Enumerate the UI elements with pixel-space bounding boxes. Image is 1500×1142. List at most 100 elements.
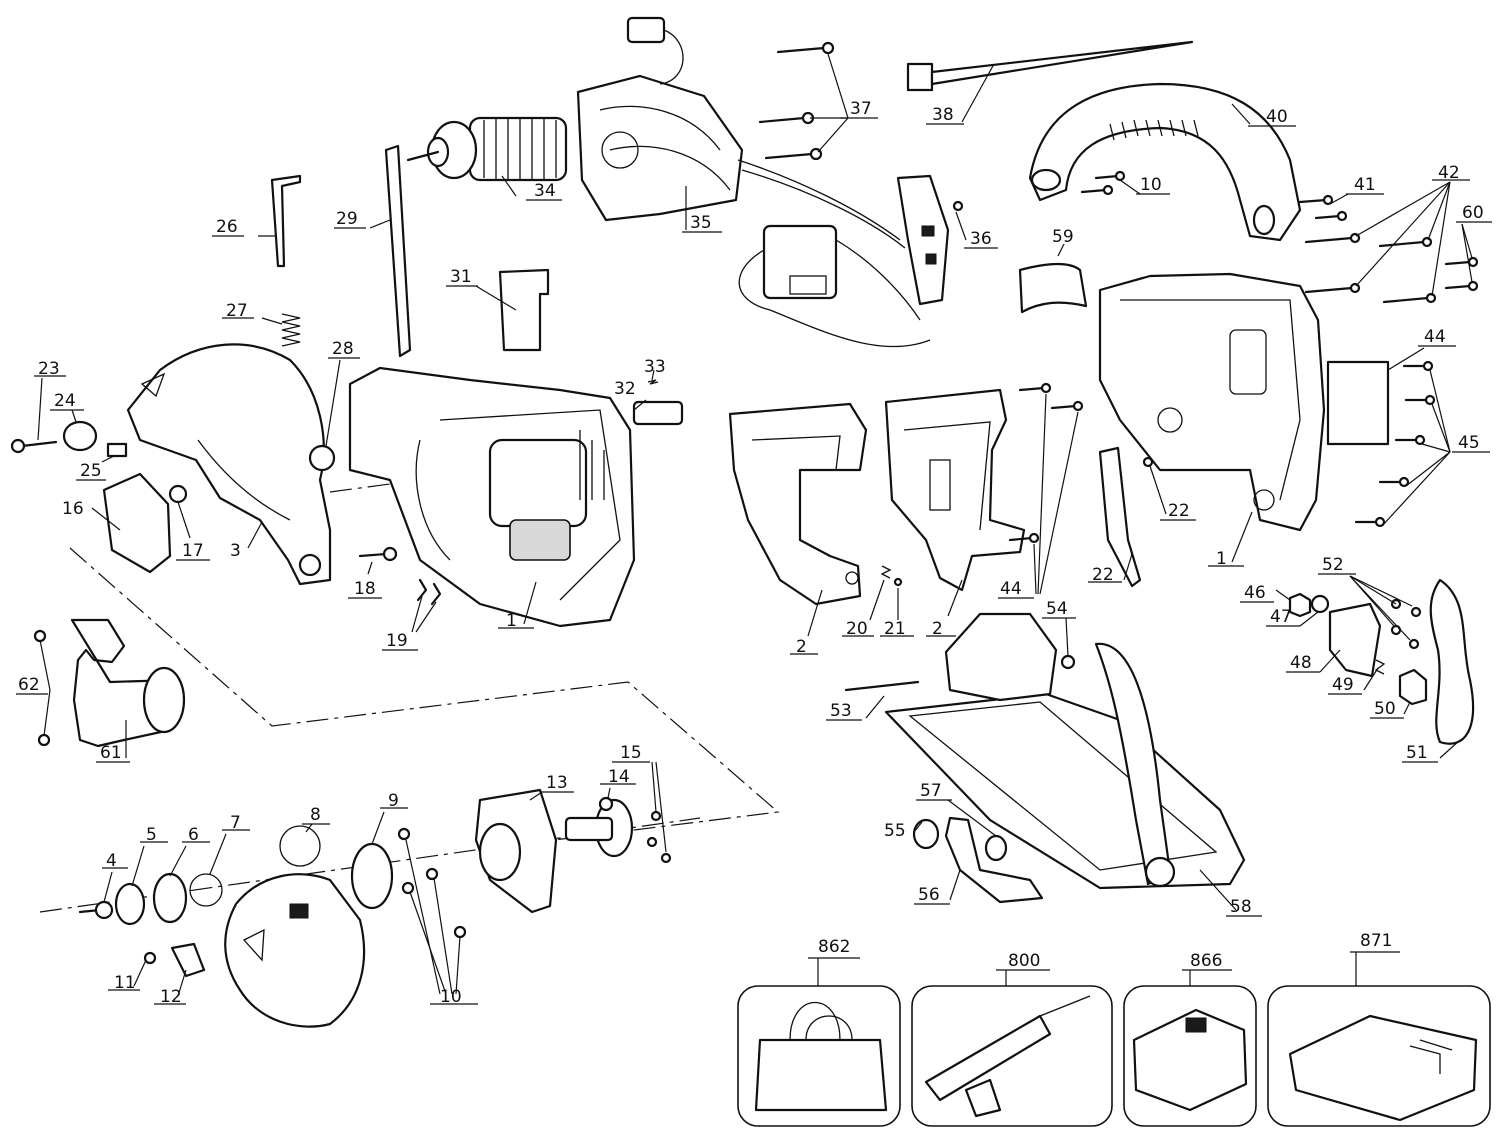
svg-text:58: 58 [1230, 897, 1252, 917]
svg-text:62: 62 [18, 675, 40, 695]
svg-text:800: 800 [1008, 951, 1040, 971]
base-shoe-58 [884, 612, 1246, 890]
svg-text:57: 57 [920, 781, 942, 801]
callout-25: 25 [76, 455, 115, 481]
svg-text:32: 32 [614, 379, 636, 399]
callout-7: 7 [209, 813, 250, 875]
svg-text:35: 35 [690, 213, 712, 233]
callout-32: 32 [614, 379, 647, 411]
accessory-tool-box [911, 985, 1113, 1127]
svg-text:14: 14 [608, 767, 630, 787]
callout-38: 38 [926, 63, 995, 125]
callout-58: 58 [1199, 869, 1262, 917]
callout-5: 5 [131, 825, 168, 887]
label-59 [1018, 262, 1088, 314]
callout-3: 3 [230, 521, 263, 561]
callout-36: 36 [955, 211, 998, 249]
callout-24: 24 [50, 391, 84, 423]
svg-text:4: 4 [106, 851, 117, 871]
svg-text:862: 862 [818, 937, 850, 957]
svg-text:15: 15 [620, 743, 642, 763]
housing-half-right-1 [1098, 272, 1326, 532]
callout-50: 50 [1370, 699, 1411, 719]
callout-61: 61 [96, 720, 130, 763]
parts-23-24-25 [10, 420, 128, 458]
screws-upper [1080, 170, 1479, 304]
armature-34 [406, 116, 568, 182]
svg-text:5: 5 [146, 825, 157, 845]
callout-40: 40 [1231, 103, 1296, 127]
callout-21: 21 [880, 588, 914, 639]
svg-text:56: 56 [918, 885, 940, 905]
callout-14: 14 [600, 767, 636, 799]
gear-14 [564, 796, 634, 858]
label-44 [1326, 360, 1390, 446]
callout-45: 45 [1381, 369, 1490, 527]
housing-half-left-1 [348, 366, 636, 628]
dust-port-61 [33, 618, 186, 748]
label-31 [498, 268, 550, 352]
washer-17 [168, 484, 188, 504]
gasket-16 [102, 472, 172, 574]
callouts: 1 1 2 2 3 4 5 6 7 [16, 53, 1492, 1007]
svg-text:53: 53 [830, 701, 852, 721]
accessory-bag-box [737, 985, 901, 1127]
svg-text:20: 20 [846, 619, 868, 639]
svg-text:59: 59 [1052, 227, 1074, 247]
svg-text:23: 23 [38, 359, 60, 379]
callout-22-upper: 22 [1149, 465, 1196, 521]
screw-18-clips-19 [358, 546, 442, 606]
svg-text:27: 27 [226, 301, 248, 321]
callout-33: 33 [644, 357, 666, 381]
svg-text:29: 29 [336, 209, 358, 229]
parts-46-52 [1288, 578, 1475, 745]
callout-52: 52 [1318, 555, 1413, 641]
svg-text:34: 34 [534, 181, 556, 201]
callout-47: 47 [1266, 607, 1319, 627]
svg-text:26: 26 [216, 217, 238, 237]
screws-45 [1354, 360, 1436, 528]
svg-text:8: 8 [310, 805, 321, 825]
callout-2-a: 2 [790, 589, 823, 657]
svg-text:19: 19 [386, 631, 408, 651]
svg-text:2: 2 [932, 619, 943, 639]
svg-text:45: 45 [1458, 433, 1480, 453]
callout-49: 49 [1328, 667, 1379, 695]
retaining-ring-9 [350, 842, 394, 910]
svg-text:28: 28 [332, 339, 354, 359]
svg-text:33: 33 [644, 357, 666, 377]
callout-42: 42 [1355, 163, 1470, 297]
callout-35: 35 [682, 186, 722, 233]
housing-half-2b [884, 388, 1026, 592]
svg-text:41: 41 [1354, 175, 1376, 195]
callout-871: 871 [1350, 931, 1400, 986]
callout-18: 18 [348, 561, 382, 599]
svg-text:48: 48 [1290, 653, 1312, 673]
callout-48: 48 [1286, 649, 1341, 673]
screws-15 [646, 810, 672, 864]
gear-case-13 [474, 788, 558, 914]
callout-16: 16 [62, 499, 121, 531]
callout-12: 12 [154, 969, 187, 1007]
svg-text:51: 51 [1406, 743, 1428, 763]
callout-13: 13 [529, 773, 574, 801]
svg-text:36: 36 [970, 229, 992, 249]
svg-text:44: 44 [1424, 327, 1446, 347]
svg-text:12: 12 [160, 987, 182, 1007]
svg-text:22: 22 [1168, 501, 1190, 521]
callout-60: 60 [1456, 203, 1492, 283]
callout-862: 862 [808, 937, 860, 986]
callout-54: 54 [1042, 599, 1076, 657]
svg-text:46: 46 [1244, 583, 1266, 603]
svg-text:16: 16 [62, 499, 84, 519]
spring-20 [880, 565, 892, 579]
callout-20: 20 [842, 579, 885, 639]
callout-31: 31 [446, 267, 517, 311]
callout-62: 62 [16, 639, 51, 737]
svg-text:54: 54 [1046, 599, 1068, 619]
callout-6: 6 [169, 825, 210, 877]
svg-text:6: 6 [188, 825, 199, 845]
svg-text:22: 22 [1092, 565, 1114, 585]
callout-37: 37 [810, 53, 878, 153]
callout-1-left: 1 [498, 581, 537, 631]
